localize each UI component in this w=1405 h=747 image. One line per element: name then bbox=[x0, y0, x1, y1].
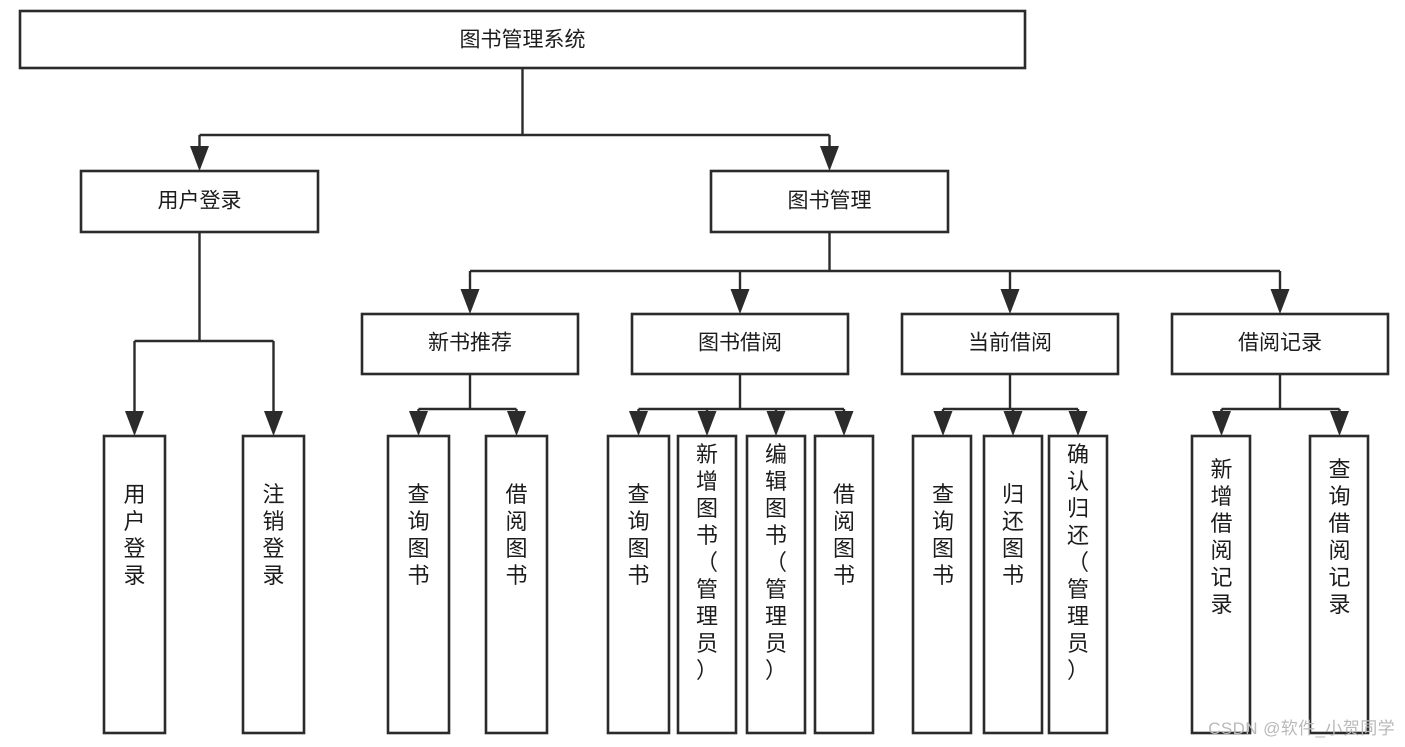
arrow-leaf-query-book-c bbox=[933, 411, 953, 436]
node-book-management[interactable]: 图书管理 bbox=[709, 169, 950, 234]
leaf-borrow-book-borrow-label: 借阅图书 bbox=[833, 482, 855, 588]
leaf-borrow-book-newbook-label: 借阅图书 bbox=[505, 482, 527, 588]
arrow-leaf-add-record bbox=[1212, 411, 1231, 436]
leaf-query-book-newbook-box[interactable] bbox=[386, 434, 451, 735]
leaf-add-borrow-record[interactable]: 新增借阅记录 bbox=[1190, 434, 1252, 735]
leaf-query-book-current-box[interactable] bbox=[911, 434, 973, 735]
node-book-borrow-label: 图书借阅 bbox=[698, 332, 782, 355]
leaf-query-book-newbook[interactable]: 查询图书 bbox=[386, 434, 451, 735]
node-new-book-recommend-label: 新书推荐 bbox=[428, 332, 512, 355]
arrow-leaf-borrow-book-b bbox=[834, 411, 854, 436]
node-borrow-record[interactable]: 借阅记录 bbox=[1170, 312, 1390, 376]
node-new-book-recommend[interactable]: 新书推荐 bbox=[360, 312, 580, 376]
leaf-query-borrow-record-box[interactable] bbox=[1308, 434, 1370, 735]
arrow-leaf-return-book bbox=[1003, 411, 1023, 436]
leaf-query-book-borrow-label: 查询图书 bbox=[627, 482, 649, 588]
node-user-login[interactable]: 用户登录 bbox=[79, 169, 320, 234]
node-root-system-box[interactable] bbox=[18, 9, 1027, 70]
arrow-to-book-management bbox=[820, 146, 839, 171]
node-current-borrow-box[interactable] bbox=[900, 312, 1120, 376]
leaf-user-login[interactable]: 用户登录 bbox=[102, 434, 167, 735]
leaf-return-book[interactable]: 归还图书 bbox=[982, 434, 1044, 735]
leaf-query-book-current[interactable]: 查询图书 bbox=[911, 434, 973, 735]
arrow-leaf-borrow-book-a bbox=[507, 411, 526, 436]
leaf-logout[interactable]: 注销登录 bbox=[241, 434, 306, 735]
leaf-user-login-label: 用户登录 bbox=[123, 482, 145, 588]
leaf-edit-book-admin-label: 编辑图书（管理员） bbox=[765, 442, 787, 683]
leaf-borrow-book-newbook[interactable]: 借阅图书 bbox=[484, 434, 549, 735]
arrow-leaf-user-login bbox=[125, 411, 144, 436]
arrow-leaf-edit-book bbox=[766, 411, 786, 436]
node-book-borrow[interactable]: 图书借阅 bbox=[630, 312, 850, 376]
connector-edges-group bbox=[125, 68, 1349, 436]
node-book-management-box[interactable] bbox=[709, 169, 950, 234]
leaf-confirm-return-admin-label: 确认归还（管理员） bbox=[1067, 442, 1089, 683]
node-user-login-label: 用户登录 bbox=[158, 190, 242, 213]
leaf-add-book-admin[interactable]: 新增图书（管理员） bbox=[676, 434, 738, 735]
arrow-to-new-book-rec bbox=[460, 289, 480, 314]
arrow-to-user-login bbox=[190, 146, 209, 171]
leaf-borrow-book-newbook-box[interactable] bbox=[484, 434, 549, 735]
node-borrow-record-box[interactable] bbox=[1170, 312, 1390, 376]
leaf-logout-label: 注销登录 bbox=[262, 482, 284, 588]
leaf-confirm-return-admin[interactable]: 确认归还（管理员） bbox=[1047, 434, 1109, 735]
node-book-management-label: 图书管理 bbox=[788, 190, 872, 213]
node-current-borrow-label: 当前借阅 bbox=[968, 332, 1052, 355]
leaf-return-book-box[interactable] bbox=[982, 434, 1044, 735]
leaf-query-book-borrow[interactable]: 查询图书 bbox=[606, 434, 671, 735]
node-borrow-record-label: 借阅记录 bbox=[1238, 332, 1322, 355]
arrow-leaf-add-book bbox=[697, 411, 717, 436]
leaf-query-book-newbook-label: 查询图书 bbox=[407, 482, 429, 588]
leaf-query-book-borrow-box[interactable] bbox=[606, 434, 671, 735]
leaf-edit-book-admin-box[interactable] bbox=[745, 434, 807, 735]
leaf-edit-book-admin[interactable]: 编辑图书（管理员） bbox=[745, 434, 807, 735]
arrow-to-current-borrow bbox=[1000, 289, 1020, 314]
leaf-user-login-box[interactable] bbox=[102, 434, 167, 735]
leaf-query-borrow-record-label: 查询借阅记录 bbox=[1328, 457, 1350, 617]
node-root-system[interactable]: 图书管理系统 bbox=[18, 9, 1027, 70]
arrow-leaf-query-record bbox=[1330, 411, 1349, 436]
node-current-borrow[interactable]: 当前借阅 bbox=[900, 312, 1120, 376]
arrow-leaf-query-book-a bbox=[409, 411, 428, 436]
node-new-book-recommend-box[interactable] bbox=[360, 312, 580, 376]
arrow-leaf-logout bbox=[264, 411, 283, 436]
node-book-borrow-box[interactable] bbox=[630, 312, 850, 376]
leaf-query-book-current-label: 查询图书 bbox=[932, 482, 954, 588]
leaf-confirm-return-admin-box[interactable] bbox=[1047, 434, 1109, 735]
node-root-system-label: 图书管理系统 bbox=[460, 29, 586, 52]
arrow-to-book-borrow bbox=[730, 289, 750, 314]
arrow-to-borrow-record bbox=[1270, 289, 1290, 314]
leaf-logout-box[interactable] bbox=[241, 434, 306, 735]
leaf-add-borrow-record-box[interactable] bbox=[1190, 434, 1252, 735]
arrow-leaf-confirm-return bbox=[1068, 411, 1088, 436]
arrow-leaf-query-book-b bbox=[629, 411, 648, 436]
leaf-add-borrow-record-label: 新增借阅记录 bbox=[1210, 457, 1232, 617]
leaf-add-book-admin-label: 新增图书（管理员） bbox=[696, 442, 718, 683]
node-user-login-box[interactable] bbox=[79, 169, 320, 234]
leaf-borrow-book-borrow-box[interactable] bbox=[813, 434, 875, 735]
leaf-add-book-admin-box[interactable] bbox=[676, 434, 738, 735]
leaf-return-book-label: 归还图书 bbox=[1002, 482, 1024, 588]
leaf-borrow-book-borrow[interactable]: 借阅图书 bbox=[813, 434, 875, 735]
leaf-query-borrow-record[interactable]: 查询借阅记录 bbox=[1308, 434, 1370, 735]
